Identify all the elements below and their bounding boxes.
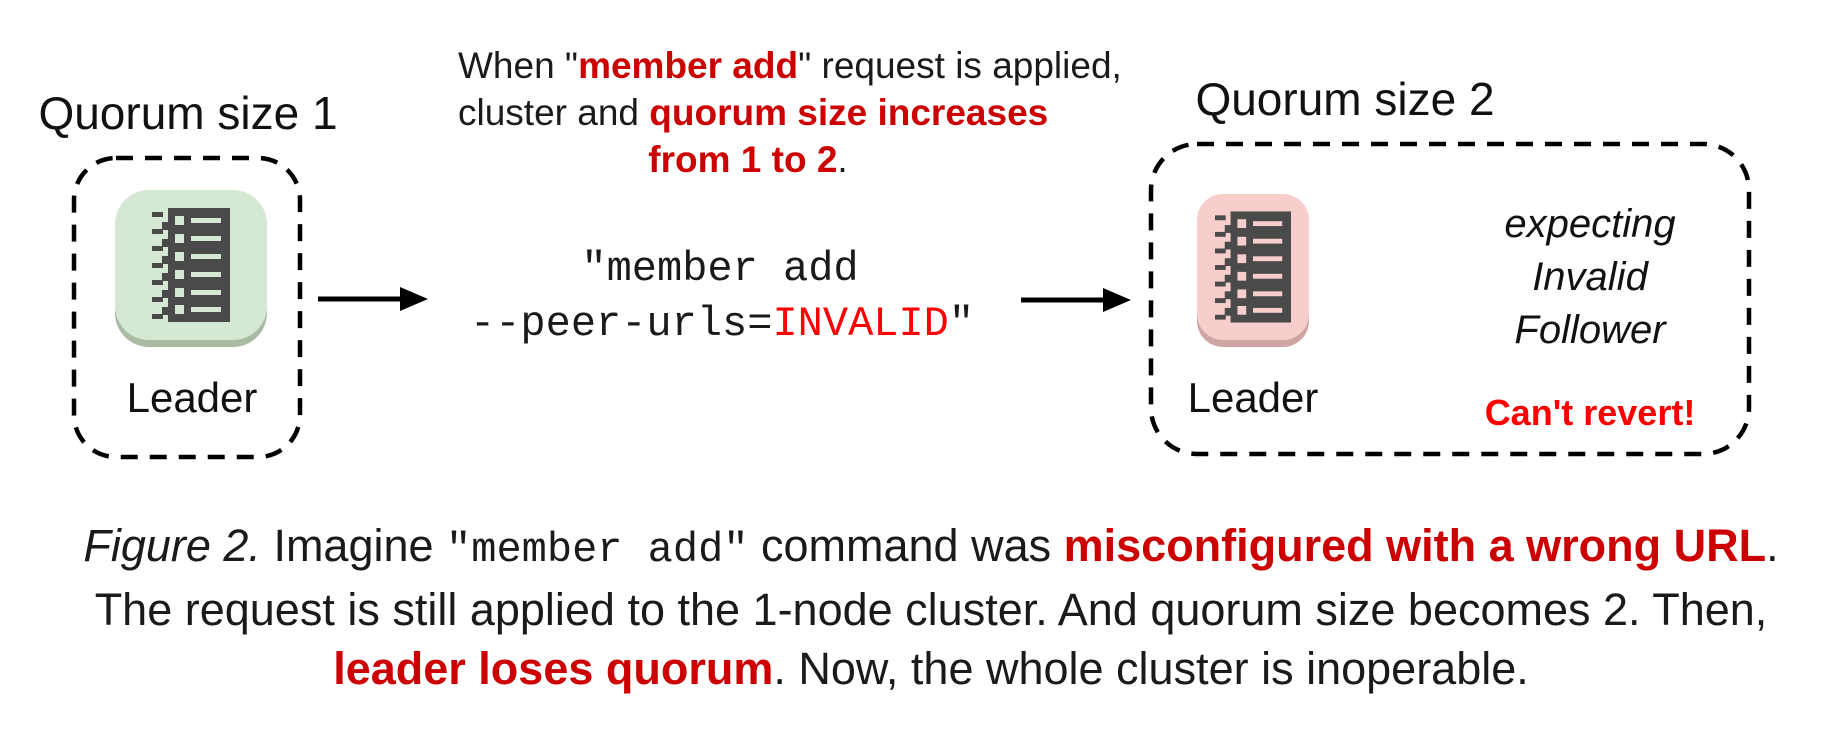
annotation-line-2: cluster and quorum size increases (458, 92, 1049, 133)
leader-node-tile-right (1197, 194, 1309, 340)
figure-caption: Figure 2. Imagine "member add" command w… (30, 516, 1832, 698)
quorum-size-1-label: Quorum size 1 (38, 87, 338, 139)
leader-node-tile-left (115, 190, 267, 340)
leader-label-left: Leader (126, 374, 258, 421)
quorum-size-2-label: Quorum size 2 (1195, 73, 1495, 125)
leader-label-right: Leader (1187, 374, 1319, 421)
member-add-annotation: When "member add" request is applied, cl… (458, 42, 1122, 183)
cant-revert-warning: Can't revert! (1484, 392, 1696, 433)
caption-line-2: The request is still applied to the 1-no… (94, 584, 1768, 635)
arrow-right-icon (318, 287, 428, 311)
status-line-3: Follower (1514, 308, 1666, 352)
caption-line-3: leader loses quorum. Now, the whole clus… (333, 643, 1529, 694)
server-rack-icon (1215, 211, 1291, 323)
status-line-1: expecting (1504, 202, 1676, 246)
annotation-line-1: When "member add" request is applied, (458, 45, 1122, 86)
server-rack-icon (152, 208, 230, 322)
command-line-1: "member add (581, 245, 859, 293)
annotation-line-3: from 1 to 2. (648, 139, 848, 180)
cluster-box-left (71, 155, 303, 460)
caption-line-1: Figure 2. Imagine "member add" command w… (83, 520, 1779, 574)
command-line-2: --peer-urls=INVALID" (470, 300, 975, 348)
status-line-2: Invalid (1532, 255, 1648, 299)
arrow-right-icon (1021, 288, 1131, 312)
member-add-command: "member add --peer-urls=INVALID" (470, 242, 975, 352)
expecting-invalid-follower-text: expecting Invalid Follower (1460, 198, 1720, 357)
